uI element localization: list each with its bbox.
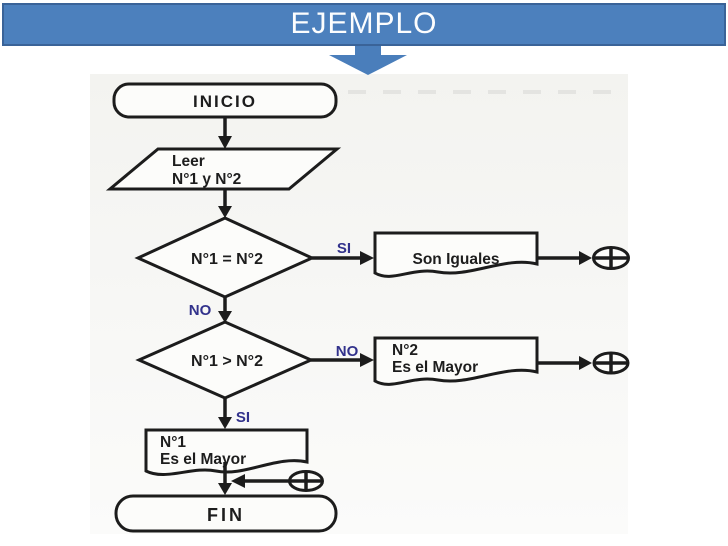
title-banner: EJEMPLO [2, 3, 726, 46]
slide-title: EJEMPLO [290, 6, 438, 40]
node-inicio: INICIO [112, 82, 338, 119]
node-doc-n1: N°1 Es el Mayor [144, 428, 309, 476]
edge-si-docn1: SI [218, 398, 250, 429]
node-doc-n2: N°2 Es el Mayor [373, 336, 539, 386]
connector-junction-icon [288, 470, 324, 492]
node-doc-n2-line1: N°2 [392, 342, 418, 359]
connector-junction-icon [592, 246, 630, 270]
edge-inicio-leer [218, 117, 232, 149]
node-doc-iguales: Son Iguales [373, 231, 539, 278]
node-fin: FIN [114, 494, 338, 533]
edge-label-si-right: SI [337, 240, 351, 257]
edge-leer-decision1 [218, 189, 232, 218]
edge-docn2-connector [537, 356, 592, 370]
edge-label-no-down: NO [189, 302, 212, 319]
edge-soniguales-connector [537, 251, 592, 265]
banner-down-arrow-icon [329, 46, 407, 75]
connector-junction-icon [592, 351, 630, 375]
scan-artifacts [348, 90, 611, 94]
node-decision-mayor-label: N°1 > N°2 [191, 353, 263, 370]
edge-no-decision2: NO [189, 297, 232, 323]
node-doc-n2-line2: Es el Mayor [392, 359, 478, 376]
edge-label-si-down: SI [236, 409, 250, 426]
node-fin-label: FIN [207, 505, 245, 525]
edge-no-docn2: NO [311, 343, 374, 367]
node-leer: Leer N°1 y N°2 [105, 147, 342, 191]
node-doc-n1-line2: Es el Mayor [160, 451, 246, 468]
node-doc-n1-line1: N°1 [160, 434, 186, 451]
node-decision-igual-label: N°1 = N°2 [191, 251, 263, 268]
node-decision-mayor: N°1 > N°2 [135, 320, 315, 400]
node-doc-iguales-label: Son Iguales [413, 251, 500, 268]
node-leer-line2: N°1 y N°2 [172, 171, 241, 188]
node-inicio-label: INICIO [193, 92, 257, 111]
edge-label-no-right: NO [336, 343, 359, 360]
edge-docn1-fin [218, 462, 232, 495]
edge-si-soniguales: SI [312, 240, 374, 265]
edge-connector-return [231, 474, 289, 488]
node-leer-line1: Leer [172, 153, 205, 170]
